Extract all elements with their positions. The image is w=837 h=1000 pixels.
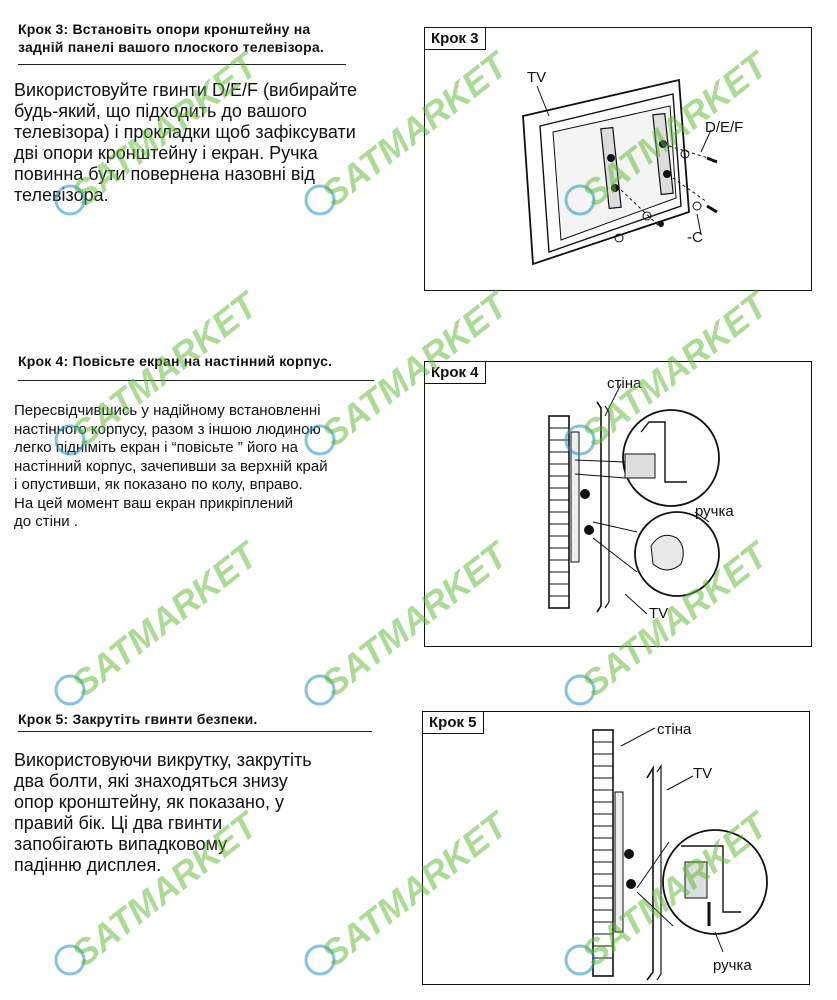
- step5-rule: [18, 731, 372, 732]
- step4-illustration: стіна ручка TV: [548, 375, 734, 622]
- step5-figure: стіна TV ручка Крок 5: [422, 711, 810, 985]
- step5-wall-label: стіна: [657, 721, 692, 738]
- step3-heading: Крок 3: Встановіть опори кронштейну на з…: [18, 21, 324, 55]
- step5-heading: Крок 5: Закрутіть гвинти безпеки.: [18, 711, 258, 727]
- step4-handle-label: ручка: [695, 503, 734, 520]
- step4-panel-label: Крок 4: [425, 362, 486, 384]
- step4-heading: Крок 4: Повісьте екран на настінний корп…: [18, 353, 333, 369]
- step4-tv-label: TV: [649, 605, 668, 622]
- step3-panel-label: Крок 3: [425, 28, 486, 50]
- step3-illustration: TV D/E/F -C: [522, 69, 743, 266]
- step3-tv-label: TV: [527, 69, 546, 86]
- step5-illustration: стіна TV ручка: [592, 721, 768, 981]
- watermark-logo: [54, 531, 269, 706]
- step5-body: Використовуючи викрутку, закрутіть два б…: [14, 750, 312, 875]
- step5-tv-label: TV: [693, 765, 712, 782]
- step5-handle-label: ручка: [713, 957, 752, 974]
- step3-rule: [18, 64, 346, 65]
- step3-figure: TV D/E/F -C Крок 3: [424, 27, 812, 291]
- step5-panel-label: Крок 5: [423, 712, 484, 734]
- step3-screws-label: D/E/F: [705, 119, 743, 136]
- step4-wall-label: стіна: [607, 375, 642, 392]
- step3-washer-label: -C: [687, 229, 703, 246]
- step3-body: Використовуйте гвинти D/E/F (вибирайте б…: [14, 80, 358, 205]
- step4-rule: [18, 380, 374, 381]
- step4-figure: стіна ручка TV Крок 4: [424, 361, 812, 647]
- step4-body: Пересвідчившись у надійному встановленні…: [14, 402, 328, 530]
